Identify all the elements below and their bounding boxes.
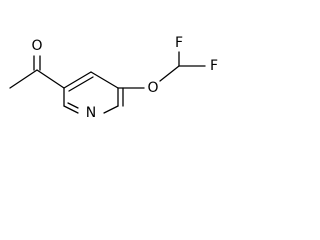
- atom-oxygen-ether: O: [147, 80, 158, 96]
- bond-ring-n-c2: [63, 105, 79, 114]
- bond-ring-c3-c4: [63, 71, 92, 89]
- atom-fluorine-right: F: [210, 58, 218, 74]
- atom-nitrogen: N: [86, 105, 96, 120]
- structure-canvas: O N O F F: [0, 0, 254, 120]
- bond-methyl-carbonyl: [9, 69, 38, 89]
- bond-ring-c3-c4-inner: [68, 76, 94, 92]
- atom-oxygen-carbonyl: O: [31, 38, 42, 54]
- bond-ring-c4-c5: [90, 71, 119, 89]
- atom-fluorine-top: F: [175, 35, 183, 51]
- bond-oxygen-cf2: [159, 65, 180, 82]
- bond-carbonyl-ring: [36, 69, 65, 89]
- bond-ring-n-c2-inner: [67, 102, 79, 109]
- bond-ring-c6-n: [103, 105, 119, 114]
- molecule-drawing: O N O F F: [9, 35, 218, 120]
